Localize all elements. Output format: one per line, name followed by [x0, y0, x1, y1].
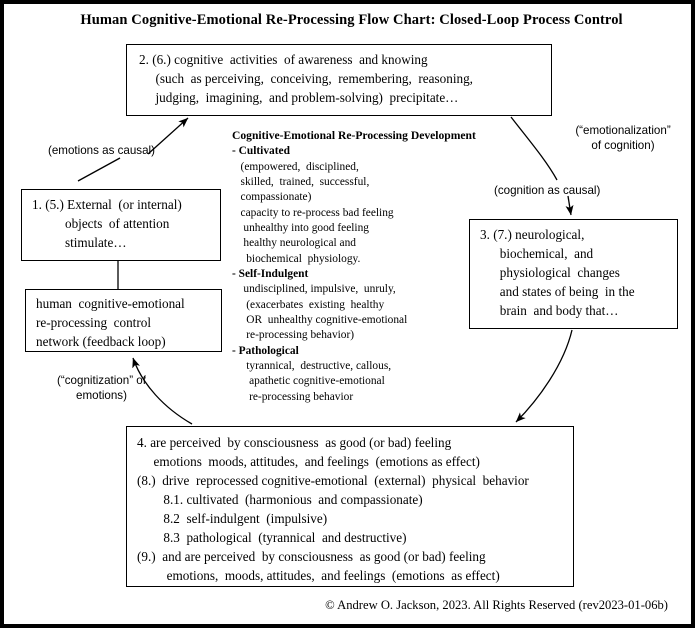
development-line: skilled, trained, successful,	[232, 175, 370, 188]
node-line: 2. (6.) cognitive activities of awarenes…	[139, 52, 428, 67]
node-line: biochemical, and	[480, 246, 594, 261]
node-line: (9.) and are perceived by consciousness …	[137, 549, 486, 564]
copyright-notice: © Andrew O. Jackson, 2023. All Rights Re…	[325, 598, 668, 612]
node-line: 8.2 self-indulgent (impulsive)	[137, 511, 328, 526]
arrow-cognitive-to-neurological	[510, 116, 558, 181]
development-line: healthy neurological and	[232, 237, 356, 250]
development-line: re-processing behavior)	[232, 329, 355, 342]
node-line: emotions moods, attitudes, and feelings …	[137, 454, 480, 469]
node-line: emotions, moods, attitudes, and feelings…	[137, 568, 500, 583]
node-cognitive-activities[interactable]: 2. (6.) cognitive activities of awarenes…	[126, 44, 552, 116]
development-line: unhealthy into good feeling	[232, 221, 369, 234]
node-line: 3. (7.) neurological,	[480, 227, 585, 242]
node-line: network (feedback loop)	[36, 334, 166, 349]
node-neurological-changes[interactable]: 3. (7.) neurological, biochemical, and p…	[469, 219, 678, 329]
node-line: judging, imagining, and problem-solving)…	[139, 90, 459, 105]
development-line: re-processing behavior	[232, 390, 354, 403]
node-feedback-network[interactable]: human cognitive-emotional re-processing …	[25, 289, 222, 352]
arrow-neurological-to-perceived	[515, 329, 573, 423]
development-line: apathetic cognitive-emotional	[232, 375, 385, 388]
node-external-objects[interactable]: 1. (5.) External (or internal) objects o…	[21, 189, 221, 261]
development-category-cultivated: - Cultivated	[232, 145, 290, 158]
label-cognition-as-causal: (cognition as causal)	[494, 184, 601, 197]
node-line: (8.) drive reprocessed cognitive-emotion…	[137, 473, 529, 488]
node-line: 4. are perceived by consciousness as goo…	[137, 435, 452, 450]
node-line: human cognitive-emotional	[36, 296, 185, 311]
node-line: 1. (5.) External (or internal)	[32, 197, 182, 212]
node-line: 8.1. cultivated (harmonious and compassi…	[137, 492, 423, 507]
node-line: 8.3 pathological (tyrannical and destruc…	[137, 530, 407, 545]
label-emotionalization-of-cognition: (“emotionalization” of cognition)	[575, 124, 671, 152]
node-line: and states of being in the	[480, 284, 635, 299]
development-line: (empowered, disciplined,	[232, 160, 359, 173]
label-cognitization-of-emotions: (“cognitization” of emotions)	[57, 374, 146, 402]
arrow-external-to-cognitive	[77, 157, 121, 182]
development-line: (exacerbates existing healthy	[232, 298, 385, 311]
development-category-pathological: - Pathological	[232, 344, 299, 357]
node-perceived-by-consciousness[interactable]: 4. are perceived by consciousness as goo…	[126, 426, 574, 587]
development-header: Cognitive-Emotional Re-Processing Develo…	[232, 129, 476, 142]
node-line: physiological changes	[480, 265, 620, 280]
development-text-block: Cognitive-Emotional Re-Processing Develo…	[232, 128, 476, 405]
development-category-self-indulgent: - Self-Indulgent	[232, 267, 309, 280]
development-line: tyrannical, destructive, callous,	[232, 359, 392, 372]
page-title: Human Cognitive-Emotional Re-Processing …	[80, 12, 623, 28]
node-line: brain and body that…	[480, 303, 619, 318]
node-line: re-processing control	[36, 315, 151, 330]
development-line: capacity to re-process bad feeling	[232, 206, 394, 219]
label-emotions-as-causal: (emotions as causal)	[48, 144, 155, 157]
development-line: biochemical physiology.	[232, 252, 361, 265]
node-line: (such as perceiving, conceiving, remembe…	[139, 71, 473, 86]
development-line: OR unhealthy cognitive-emotional	[232, 313, 408, 326]
development-line: undisciplined, impulsive, unruly,	[232, 283, 396, 296]
node-line: stimulate…	[32, 235, 127, 250]
arrow-cognitive-to-neurological-2	[565, 195, 574, 216]
node-line: objects of attention	[32, 216, 170, 231]
development-line: compassionate)	[232, 191, 312, 204]
